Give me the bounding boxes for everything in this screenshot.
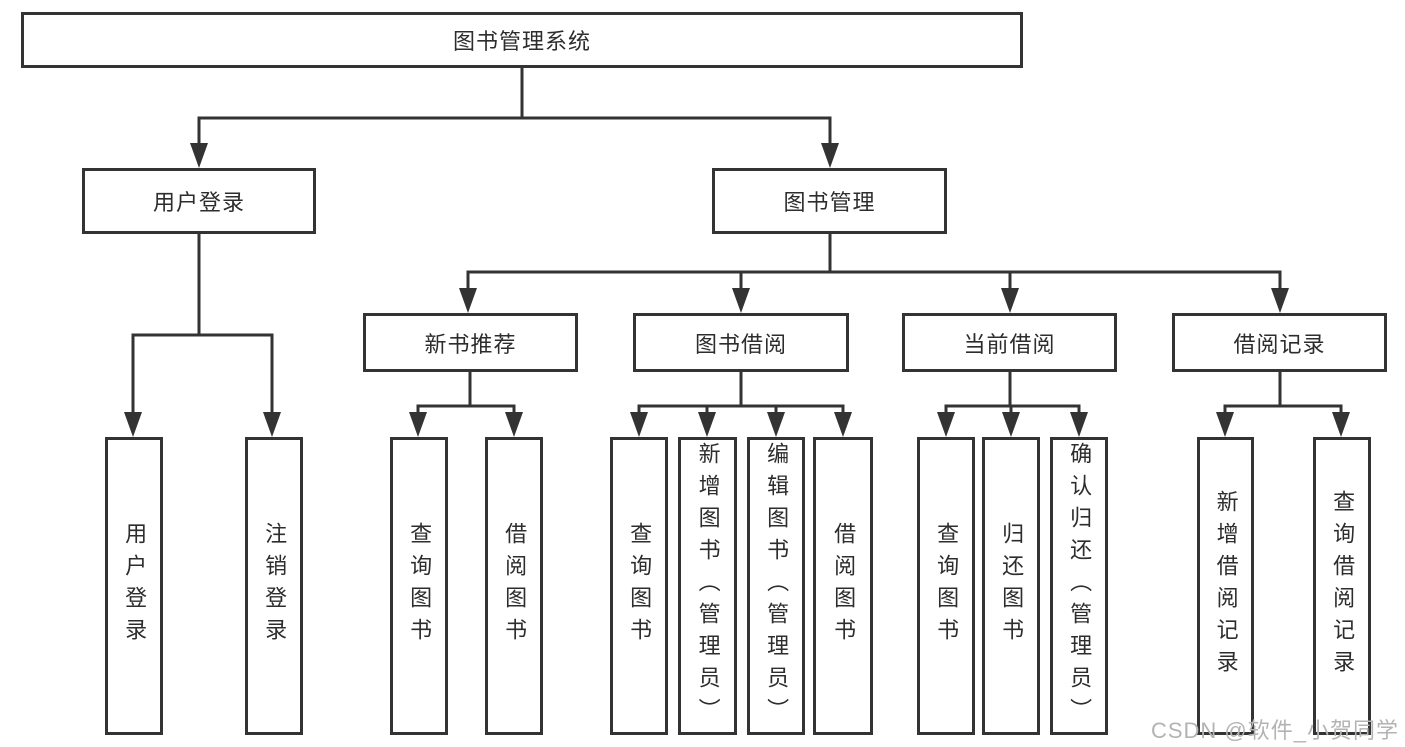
leaf-user-login-label: 用户登录 [122,522,148,650]
leaf-query-books-current: 查询图书 [917,437,975,735]
node-borrowing-records: 借阅记录 [1172,313,1387,372]
node-root-label: 图书管理系统 [452,29,591,54]
leaf-confirm-return-admin: 确认归还（管理员） [1050,437,1108,735]
node-borrowing-records-label: 借阅记录 [1233,331,1326,357]
node-book-borrowing-label: 图书借阅 [694,331,787,357]
leaf-query-books-borrowing-label: 查询图书 [627,522,653,650]
leaf-borrow-books-recommend-label: 借阅图书 [502,522,528,650]
node-root: 图书管理系统 [21,12,1023,68]
leaf-edit-books-admin-label: 编辑图书（管理员） [764,442,790,730]
node-current-borrowing-label: 当前借阅 [963,331,1056,357]
leaf-query-books-borrowing: 查询图书 [610,437,668,735]
leaf-add-books-admin: 新增图书（管理员） [678,437,737,735]
leaf-query-borrow-record-label: 查询借阅记录 [1330,490,1356,682]
leaf-query-books-recommend: 查询图书 [390,437,448,735]
node-user-login: 用户登录 [82,168,316,234]
node-new-book-recommend: 新书推荐 [363,313,578,372]
leaf-query-borrow-record: 查询借阅记录 [1313,437,1371,735]
node-book-borrowing: 图书借阅 [633,313,849,372]
watermark: CSDN @软件_小贺同学 [1150,718,1399,743]
node-book-management: 图书管理 [712,168,947,234]
node-new-book-recommend-label: 新书推荐 [424,331,517,357]
leaf-add-borrow-record: 新增借阅记录 [1197,437,1254,735]
leaf-user-login: 用户登录 [105,437,163,735]
leaf-borrow-books-recommend: 借阅图书 [485,437,543,735]
leaf-return-books: 归还图书 [982,437,1040,735]
leaf-edit-books-admin: 编辑图书（管理员） [747,437,805,735]
leaf-query-books-recommend-label: 查询图书 [407,522,433,650]
leaf-add-borrow-record-label: 新增借阅记录 [1213,490,1239,682]
leaf-logout-label: 注销登录 [262,522,288,650]
node-current-borrowing: 当前借阅 [902,313,1117,372]
leaf-borrow-books-label: 借阅图书 [831,522,857,650]
leaf-logout: 注销登录 [245,437,303,735]
leaf-add-books-admin-label: 新增图书（管理员） [695,442,721,730]
leaf-borrow-books: 借阅图书 [813,437,873,735]
leaf-confirm-return-admin-label: 确认归还（管理员） [1067,442,1093,730]
leaf-query-books-current-label: 查询图书 [934,522,960,650]
leaf-return-books-label: 归还图书 [999,522,1025,650]
node-user-login-label: 用户登录 [152,190,245,215]
node-book-management-label: 图书管理 [783,190,876,215]
